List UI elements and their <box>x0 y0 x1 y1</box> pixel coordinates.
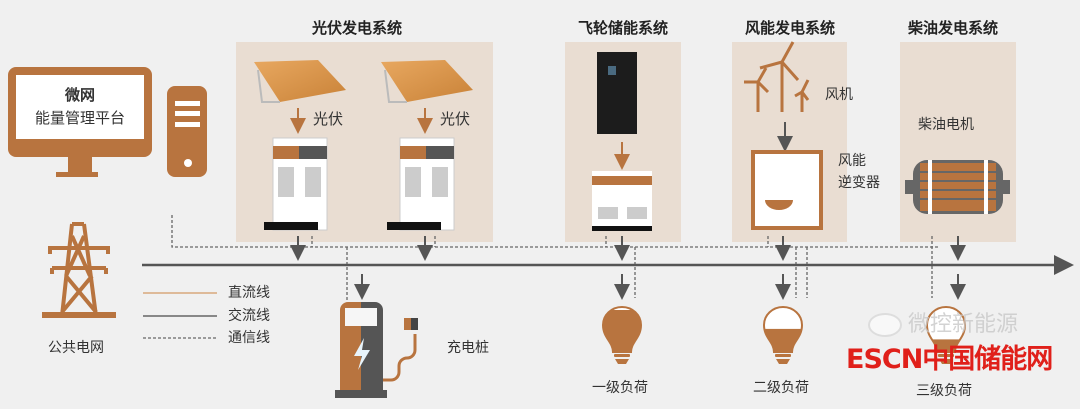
platform-subtitle: 能量管理平台 <box>34 109 125 127</box>
wechat-watermark: 微控新能源 <box>868 312 1018 338</box>
diesel-system-title: 柴油发电系统 <box>907 19 999 37</box>
energy-management-platform[interactable]: 微网 能量管理平台 <box>16 84 144 128</box>
load-bulb-icon <box>925 306 967 364</box>
legend-dc-label: 直流线 <box>228 285 270 301</box>
wechat-account-name: 微控新能源 <box>908 312 1019 337</box>
load-label-1: 一级负荷 <box>592 380 648 396</box>
solar-panel-icon <box>381 60 473 103</box>
flywheel-cabinet-icon <box>597 52 637 134</box>
pv-label-1: 光伏 <box>313 110 344 128</box>
wind-turbine-icon <box>744 41 810 112</box>
server-icon <box>167 86 207 177</box>
power-flow-arrows <box>290 236 966 300</box>
escn-watermark: ESCN中国储能网 <box>846 344 1053 375</box>
charger-label: 充电桩 <box>447 340 489 356</box>
charging-pile-icon <box>335 302 418 398</box>
grid-label: 公共电网 <box>48 340 104 356</box>
load-label-3: 三级负荷 <box>916 383 972 399</box>
wind-inverter-label-2: 逆变器 <box>838 175 880 191</box>
power-tower-icon <box>42 222 116 318</box>
legend-ac-label: 交流线 <box>228 308 270 324</box>
legend-comm-label: 通信线 <box>228 330 270 346</box>
load-bulb-icon <box>762 306 804 364</box>
solar-panel-icon <box>254 60 346 103</box>
wind-inverter-icon <box>751 150 823 230</box>
wind-inverter-label-1: 风能 <box>838 153 866 169</box>
pv-inverter-icon <box>264 137 328 231</box>
flywheel-converter-icon <box>592 171 652 231</box>
pv-system-title: 光伏发电系统 <box>311 19 403 37</box>
pv-inverter-icon <box>387 137 455 231</box>
monitor-icon <box>8 67 152 177</box>
wind-system-title: 风能发电系统 <box>744 19 836 37</box>
pv-label-2: 光伏 <box>440 110 471 128</box>
load-label-2: 二级负荷 <box>753 380 809 396</box>
diesel-generator-icon <box>905 160 1010 214</box>
diesel-generator-label: 柴油电机 <box>918 117 974 133</box>
communication-lines <box>171 215 940 300</box>
wind-turbine-label: 风机 <box>825 87 853 103</box>
load-bulb-icon <box>601 306 643 364</box>
platform-title: 微网 <box>64 86 95 104</box>
wechat-icon <box>868 313 902 337</box>
flywheel-system-title: 飞轮储能系统 <box>577 19 669 37</box>
